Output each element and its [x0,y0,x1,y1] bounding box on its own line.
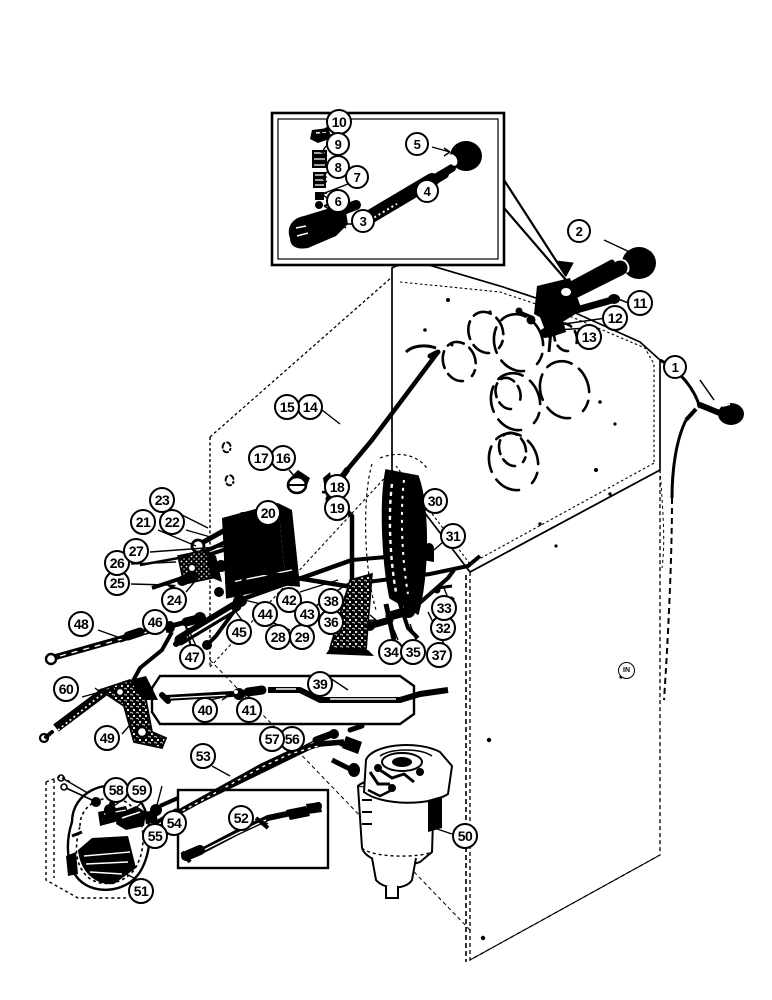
callout-57[interactable]: 57 [259,726,285,752]
rod-assembly-40-41 [159,685,267,704]
leader-49 [121,717,137,735]
leader-50 [427,825,453,835]
leader-12 [563,317,607,325]
callout-53[interactable]: 53 [190,743,216,769]
leader-27 [149,545,233,553]
callout-41[interactable]: 41 [236,697,262,723]
leader-35 [409,623,417,641]
callout-22[interactable]: 22 [159,509,185,535]
floor-panel-frame [150,674,416,726]
callout-5[interactable]: 5 [405,132,429,156]
callout-44[interactable]: 44 [252,601,278,627]
callout-38[interactable]: 38 [318,588,344,614]
callout-31[interactable]: 31 [440,523,466,549]
leader-14 [321,409,341,425]
return-linkage [365,568,456,641]
leader-56 [303,735,325,747]
leader-53b [151,785,163,825]
callout-9[interactable]: 9 [326,132,350,156]
leader-42 [299,579,339,593]
leader-16 [288,469,297,479]
leader-40 [209,691,229,701]
callout-29[interactable]: 29 [289,624,315,650]
leader-47 [187,627,197,647]
callout-47[interactable]: 47 [179,644,205,670]
callout-58[interactable]: 58 [103,777,129,803]
governor-housing-50 [330,744,454,899]
hand-throttle-knob [663,402,744,701]
callout-7[interactable]: 7 [345,165,369,189]
leader-52 [255,817,269,825]
callout-28[interactable]: 28 [265,624,291,650]
callout-49[interactable]: 49 [94,725,120,751]
callout-19[interactable]: 19 [324,495,350,521]
callout-30[interactable]: 30 [422,488,448,514]
return-spring-60 [38,687,115,744]
callout-55[interactable]: 55 [142,823,168,849]
leader-1 [699,379,715,401]
callout-15[interactable]: 15 [274,394,300,420]
leader-2 [603,239,635,255]
callout-48[interactable]: 48 [68,611,94,637]
callout-6[interactable]: 6 [326,189,350,213]
callout-50[interactable]: 50 [452,823,478,849]
throttle-lever-assembly [515,247,656,353]
callout-24[interactable]: 24 [161,587,187,613]
leader-25 [130,583,169,586]
callout-60[interactable]: 60 [53,676,79,702]
callout-27[interactable]: 27 [123,538,149,564]
leader-5 [431,146,451,157]
callout-12[interactable]: 12 [602,305,628,331]
callout-33[interactable]: 33 [431,595,457,621]
bushing-16-17 [286,470,310,495]
leader-22 [185,529,215,539]
callout-56[interactable]: 56 [279,726,305,752]
callout-37[interactable]: 37 [426,642,452,668]
leader-39 [329,677,349,691]
callout-40[interactable]: 40 [192,697,218,723]
callout-45[interactable]: 45 [226,619,252,645]
callout-23[interactable]: 23 [149,487,175,513]
leader-3 [339,220,353,229]
leader-10 [319,126,329,137]
callout-46[interactable]: 46 [142,609,168,635]
yoke-56 [342,723,365,754]
callout-16[interactable]: 16 [270,445,296,471]
accelerator-pedal [365,453,434,616]
leader-30 [405,506,425,521]
callout-18[interactable]: 18 [324,474,350,500]
callout-11[interactable]: 11 [627,290,653,316]
callout-20[interactable]: 20 [255,500,281,526]
long-rod-39 [268,687,449,703]
inset-leader-arrow [503,179,574,281]
leader-9 [320,145,328,157]
callout-43[interactable]: 43 [294,601,320,627]
callout-51[interactable]: 51 [128,878,154,904]
page-mark: IN [618,662,635,679]
leader-60 [81,687,101,698]
callout-52[interactable]: 52 [228,805,254,831]
callout-13[interactable]: 13 [576,324,602,350]
leader-48 [97,629,129,643]
callout-4[interactable]: 4 [415,179,439,203]
callout-54[interactable]: 54 [161,810,187,836]
callout-17[interactable]: 17 [248,445,274,471]
linkage-left-cluster [139,512,251,597]
fuel-control-rod-53 [148,729,359,831]
callout-39[interactable]: 39 [307,671,333,697]
callout-3[interactable]: 3 [351,209,375,233]
callout-14[interactable]: 14 [297,394,323,420]
callout-21[interactable]: 21 [130,509,156,535]
leader-34 [393,629,399,641]
leader-53 [211,765,231,777]
leader-8 [320,171,328,183]
callout-59[interactable]: 59 [126,777,152,803]
side-wall-holes [221,441,235,487]
callout-2[interactable]: 2 [567,219,591,243]
callout-35[interactable]: 35 [400,639,426,665]
callout-1[interactable]: 1 [663,355,687,379]
